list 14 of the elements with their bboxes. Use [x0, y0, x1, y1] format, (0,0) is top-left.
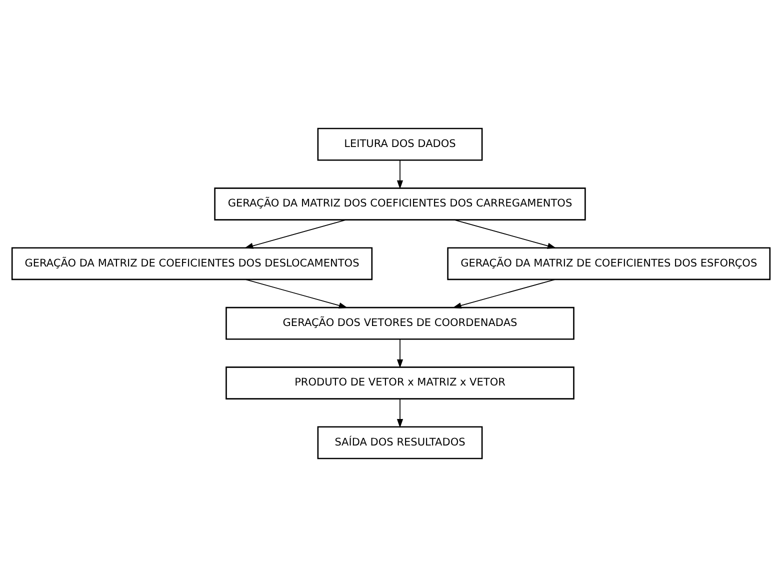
- arrow: [244, 218, 347, 248]
- arrow: [396, 338, 404, 368]
- node-box: GERAÇÃO DA MATRIZ DOS COEFICIENTES DOS CARREGAMENTOS: [214, 187, 586, 220]
- node-box: GERAÇÃO DA MATRIZ DE COEFICIENTES DOS DESLOCAMENTOS: [11, 246, 373, 280]
- node-box: GERAÇÃO DOS VETORES DE COORDENADAS: [226, 306, 574, 340]
- arrow: [452, 278, 556, 308]
- arrow: [396, 159, 404, 189]
- arrow: [245, 278, 348, 308]
- node-box: GERAÇÃO DA MATRIZ DE COEFICIENTES DOS ESFORÇOS: [447, 246, 771, 280]
- node-box: LEITURA DOS DADOS: [317, 127, 483, 160]
- arrow: [396, 398, 404, 428]
- node-box: PRODUTO DE VETOR x MATRIZ x VETOR: [226, 366, 574, 399]
- node-box: SAÍDA DOS RESULTADOS: [317, 426, 483, 459]
- arrow: [454, 218, 556, 248]
